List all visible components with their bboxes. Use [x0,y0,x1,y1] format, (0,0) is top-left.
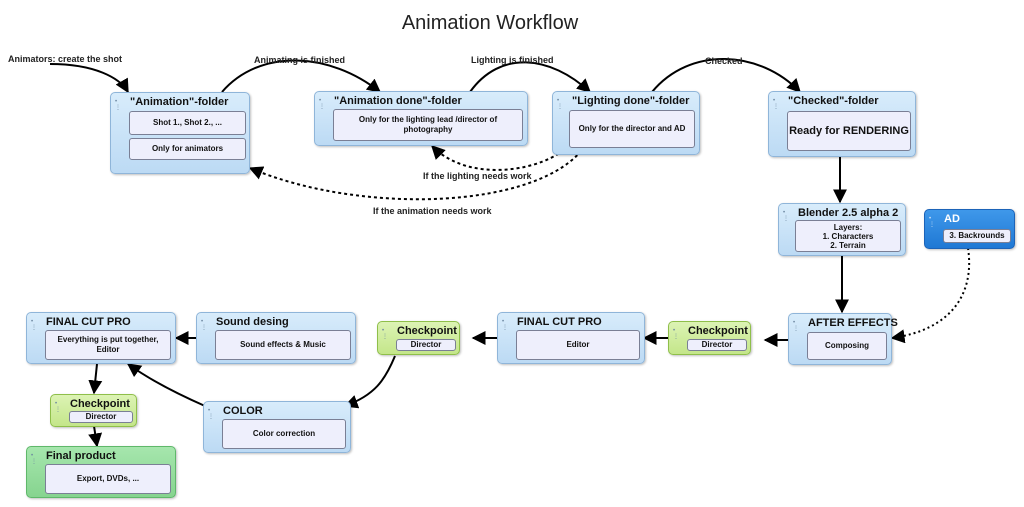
node-item: Shot 1., Shot 2., ... [129,111,246,135]
node-color[interactable]: •⋮ COLOR Color correction [203,401,351,453]
node-item: Sound effects & Music [215,330,351,360]
drag-handle-icon: •⋮ [793,320,799,332]
node-final-product[interactable]: •⋮ Final product Export, DVDs, ... [26,446,176,498]
drag-handle-icon: •⋮ [773,98,779,110]
node-item: Ready for RENDERING [787,111,911,151]
arrow-fcp-to-final-checkpoint [88,363,103,395]
label-lighting-rework: If the lighting needs work [423,171,532,181]
arrow-ad-to-ae [890,247,971,344]
node-after-effects[interactable]: •⋮ AFTER EFFECTS Composing [788,313,898,365]
node-item: Everything is put together, Editor [45,330,171,360]
arrow-checkpoint-to-color [343,355,396,409]
node-lighting-done-folder[interactable]: •⋮ "Lighting done"-folder Only for the d… [552,91,700,155]
node-title: AFTER EFFECTS [808,317,898,329]
node-sound-design[interactable]: •⋮ Sound desing Sound effects & Music [196,312,356,364]
node-title: Sound desing [216,316,289,328]
drag-handle-icon: •⋮ [382,328,388,340]
node-title: Checkpoint [70,398,130,410]
node-title: FINAL CUT PRO [517,316,602,328]
node-title: AD [944,213,960,225]
drag-handle-icon: •⋮ [208,408,214,420]
layer-line: Layers: [833,222,863,232]
node-item: Only for animators [129,138,246,160]
node-title: Blender 2.5 alpha 2 [798,207,899,219]
node-final-cut-pro-assembly[interactable]: •⋮ FINAL CUT PRO Everything is put toget… [26,312,176,364]
label-create-shot: Animators: create the shot [8,54,123,64]
label-animation-rework: If the animation needs work [373,206,492,216]
node-title: "Animation done"-folder [334,95,462,107]
node-checkpoint-left[interactable]: •⋮ Checkpoint Director [50,394,137,427]
arrow-color-to-fcp [126,363,206,407]
node-item: Only for the director and AD [569,110,695,148]
node-blender[interactable]: •⋮ Blender 2.5 alpha 2 Layers: 1. Charac… [778,203,906,256]
node-item: 3. Backrounds [943,229,1011,243]
label-checked: Checked [705,56,743,66]
node-final-cut-pro-editor[interactable]: •⋮ FINAL CUT PRO Editor [497,312,645,364]
node-title: COLOR [223,405,263,417]
drag-handle-icon: •⋮ [319,98,325,110]
arrow-checked [651,58,801,94]
arrow-animation-rework [248,145,586,201]
node-item: Director [687,339,747,351]
node-item: Composing [807,332,887,360]
arrow-create-to-animation [49,63,129,94]
drag-handle-icon: •⋮ [783,210,789,222]
label-animating-finished: Animating is finished [254,55,346,65]
arrow-animating-finished [221,59,382,93]
node-item-layers: Layers: 1. Characters 2. Terrain [795,220,901,252]
label-lighting-finished: Lighting is finished [471,55,554,65]
node-item: Director [396,339,456,351]
node-title: FINAL CUT PRO [46,316,131,328]
drag-handle-icon: •⋮ [31,453,37,465]
arrow-checkpoint-to-final [88,425,103,448]
node-item: Export, DVDs, ... [45,464,171,494]
node-ad[interactable]: •⋮ AD 3. Backrounds [924,209,1015,249]
node-title: "Checked"-folder [788,95,879,107]
drag-handle-icon: •⋮ [55,401,61,413]
arrow-lighting-finished [469,61,592,93]
node-checked-folder[interactable]: •⋮ "Checked"-folder Ready for RENDERING [768,91,916,157]
drag-handle-icon: •⋮ [929,216,935,228]
node-title: Final product [46,450,116,462]
node-title: Checkpoint [688,325,748,337]
node-item: Color correction [222,419,346,449]
node-item: Only for the lighting lead /director of … [333,109,523,141]
node-title: Checkpoint [397,325,457,337]
node-item: Editor [516,330,640,360]
layer-line: 2. Terrain [830,240,866,250]
drag-handle-icon: •⋮ [201,319,207,331]
node-animation-done-folder[interactable]: •⋮ "Animation done"-folder Only for the … [314,91,528,146]
node-title: "Animation"-folder [130,96,229,108]
drag-handle-icon: •⋮ [31,319,37,331]
node-checkpoint-right[interactable]: •⋮ Checkpoint Director [668,321,751,355]
arrow-lighting-rework [431,144,569,171]
node-item: Director [69,411,133,423]
node-animation-folder[interactable]: •⋮ "Animation"-folder Shot 1., Shot 2., … [110,92,250,174]
drag-handle-icon: •⋮ [115,99,121,111]
diagram-title: Animation Workflow [401,12,579,34]
drag-handle-icon: •⋮ [557,98,563,110]
node-checkpoint-middle[interactable]: •⋮ Checkpoint Director [377,321,460,355]
drag-handle-icon: •⋮ [502,319,508,331]
node-title: "Lighting done"-folder [572,95,690,107]
drag-handle-icon: •⋮ [673,328,679,340]
layer-line: 1. Characters [822,231,874,241]
